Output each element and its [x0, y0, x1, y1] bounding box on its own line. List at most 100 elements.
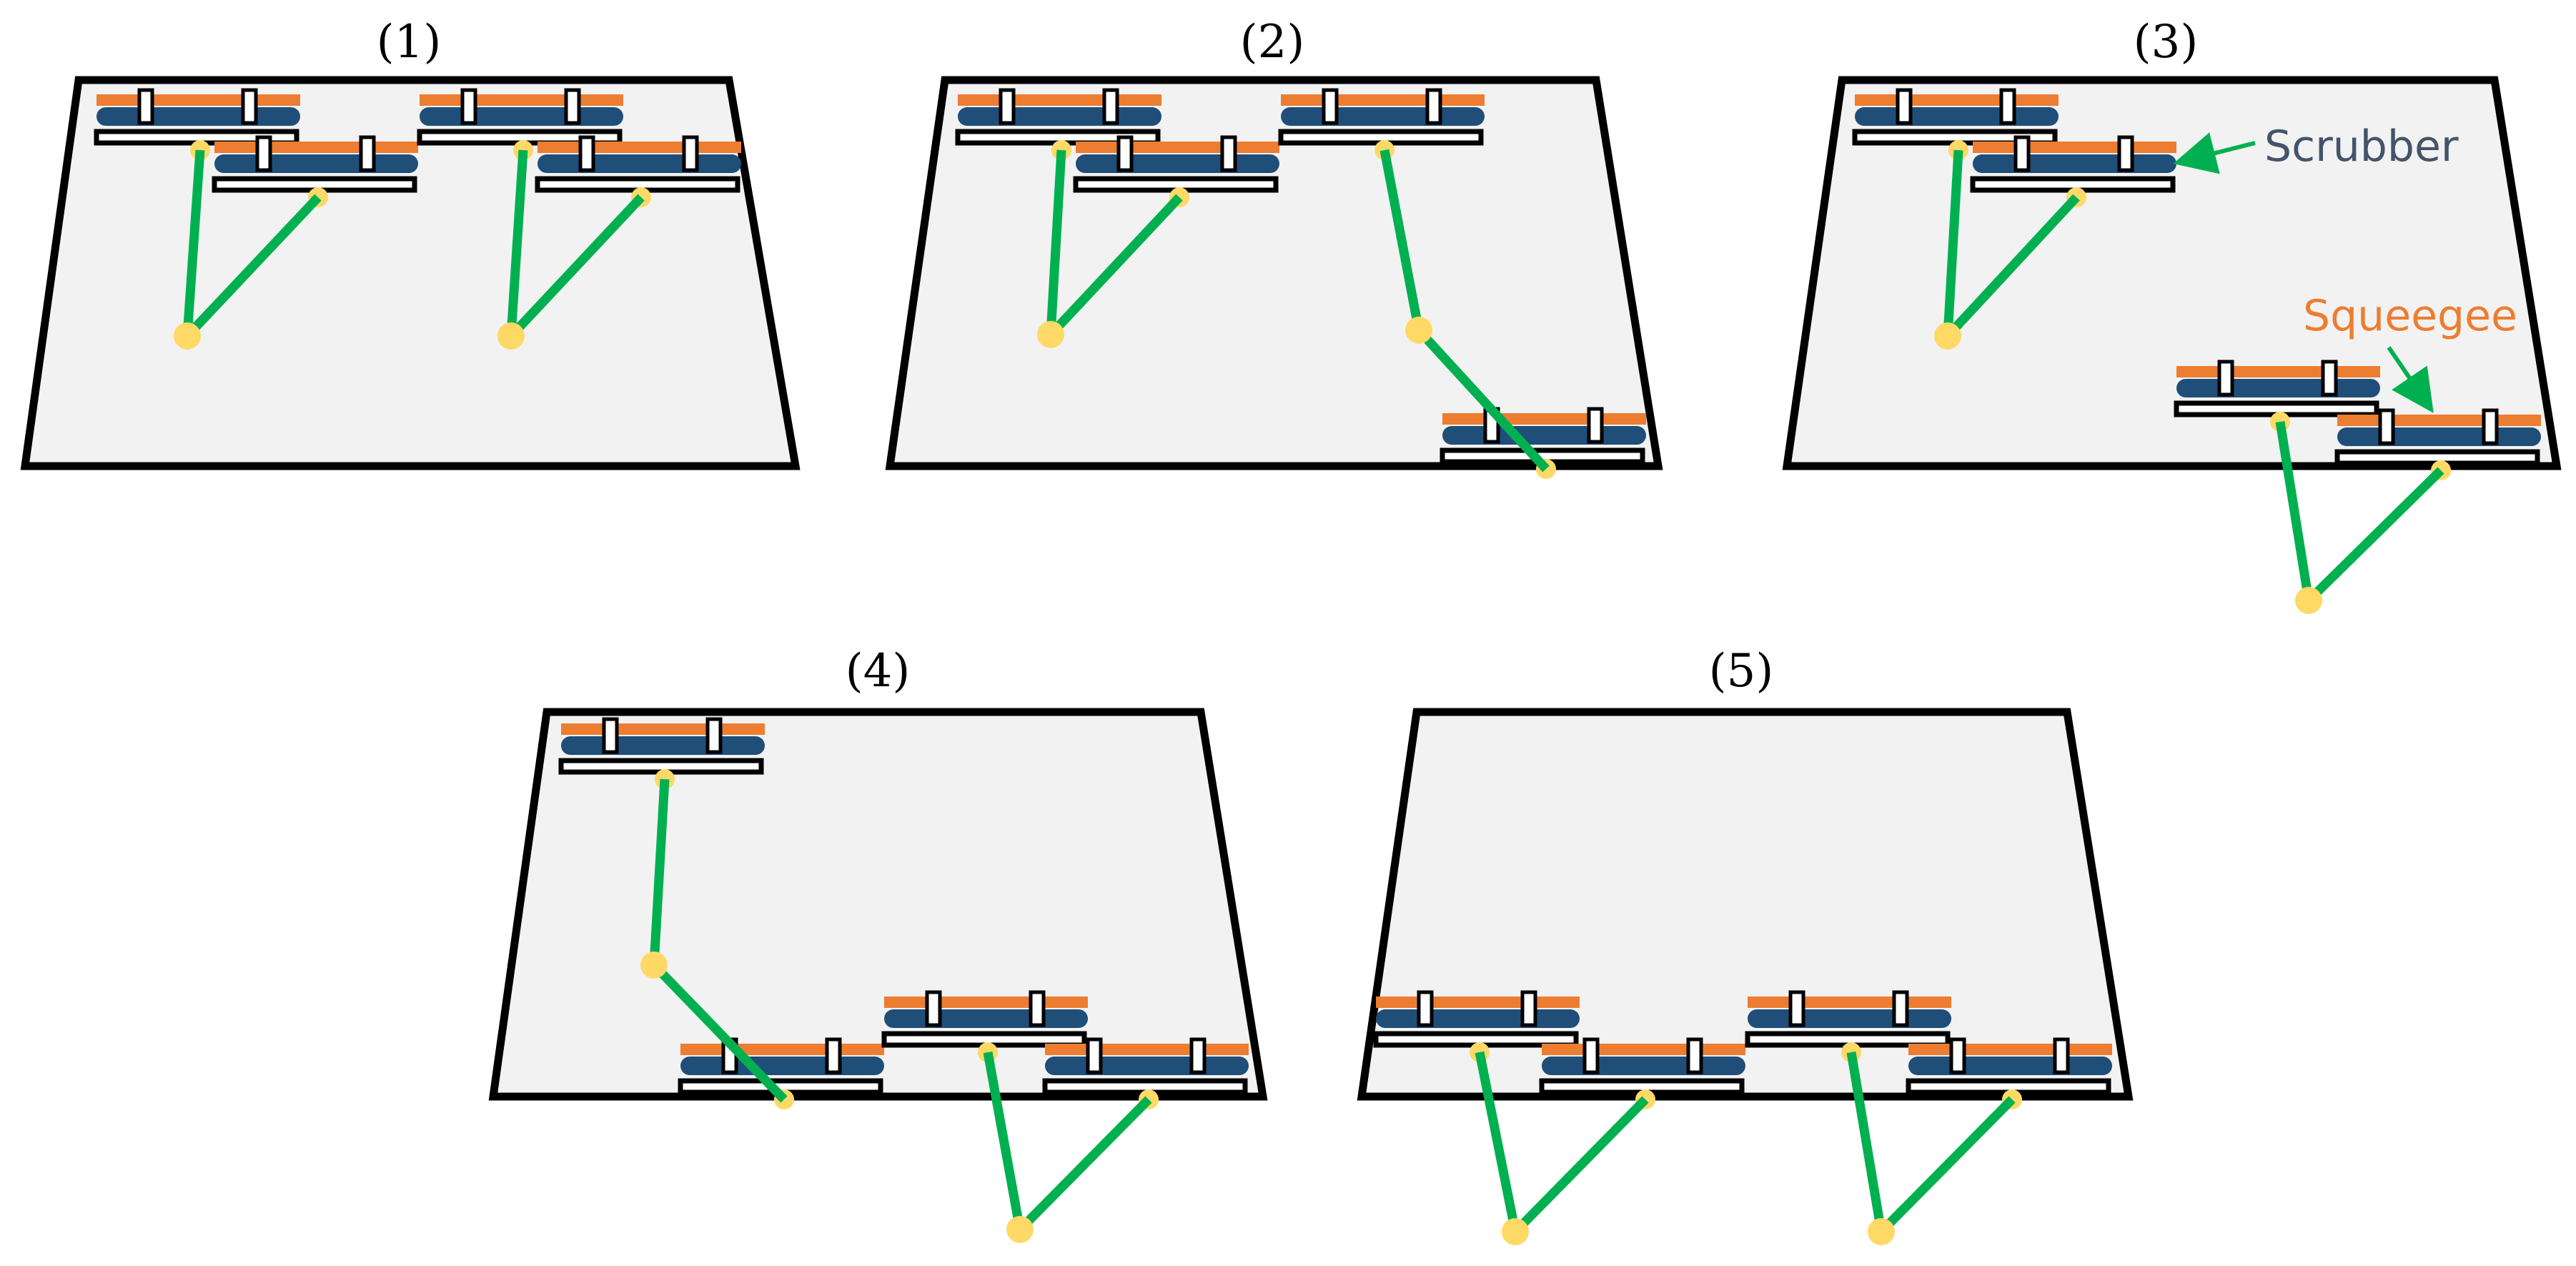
unit-bracket [564, 88, 581, 125]
cleaning-unit [1539, 1037, 1745, 1095]
unit-bracket [2321, 360, 2338, 397]
squeegee-blade [1855, 94, 2059, 106]
unit-bracket [255, 135, 272, 172]
scrubber-callout-arrow [2173, 132, 2256, 174]
scrubber-brush [884, 1009, 1088, 1028]
unit-bracket [1896, 88, 1913, 125]
pivot-joint [640, 951, 668, 979]
squeegee-blade [561, 723, 765, 735]
unit-bracket [578, 135, 595, 172]
scrubber-brush [214, 154, 418, 173]
squeegee-blade [2176, 366, 2380, 377]
scrubber-brush [2337, 427, 2541, 446]
squeegee-callout-arrow [2387, 346, 2434, 413]
unit-bracket [359, 135, 376, 172]
scrubber-brush [1748, 1009, 1951, 1028]
cleaning-unit [1906, 1037, 2112, 1095]
scrubber-brush [1908, 1057, 2112, 1075]
unit-bracket [2217, 360, 2234, 397]
cleaning-unit [1073, 135, 1279, 193]
scrubber-brush [1281, 107, 1485, 126]
unit-bracket [241, 88, 258, 125]
pivot-joint [174, 322, 201, 350]
cleaning-unit [1373, 990, 1580, 1048]
squeegee-blade [420, 94, 623, 106]
cleaning-unit [1440, 407, 1646, 465]
squeegee-blade [1281, 94, 1485, 106]
unit-bracket [137, 88, 154, 125]
cleaning-unit [558, 717, 765, 775]
unit-bracket [705, 717, 723, 754]
scrubber-brush [1542, 1057, 1745, 1075]
unit-bracket [1582, 1037, 1600, 1074]
unit-bracket [2482, 408, 2499, 445]
panel-label: (1) [377, 16, 442, 69]
scrubber-brush [958, 107, 1161, 126]
squeegee-blade [96, 94, 300, 106]
unit-bracket [1116, 135, 1134, 172]
squeegee-blade [958, 94, 1161, 106]
pivot-joint [1405, 317, 1432, 344]
unit-bracket [1999, 88, 2016, 125]
unit-bracket [2013, 135, 2031, 172]
unit-bracket [1788, 990, 1805, 1027]
panel-label: (5) [1709, 645, 1774, 698]
unit-bracket [1102, 88, 1119, 125]
squeegee-blade [680, 1044, 884, 1055]
unit-bracket [1029, 990, 1046, 1027]
squeegee-blade [1748, 997, 1951, 1008]
pivot-joint [2295, 587, 2322, 614]
unit-bracket [1892, 990, 1909, 1027]
unit-bracket [1086, 1037, 1103, 1074]
panel-label: (2) [1240, 16, 1305, 69]
pivot-joint [1037, 321, 1064, 348]
scrubber-brush [420, 107, 623, 126]
pivot-joint [497, 322, 525, 350]
cleaning-unit [1042, 1037, 1249, 1095]
unit-bracket [999, 88, 1016, 125]
panel-1: (1) [20, 16, 801, 470]
unit-bracket [682, 135, 699, 172]
cleaning-unit [1278, 88, 1485, 146]
panel-label: (4) [846, 645, 911, 698]
squeegee-blade [1376, 997, 1580, 1008]
cleaning-unit [1745, 990, 1951, 1048]
cleaning-unit [881, 990, 1088, 1048]
scrubber-callout-label: Scrubber [2264, 122, 2459, 172]
unit-bracket [1322, 88, 1339, 125]
cleaning-unit [955, 88, 1161, 146]
panel-5: (5) [1357, 645, 2134, 1245]
scrubber-brush [1442, 426, 1646, 445]
cleaning-unit [1970, 135, 2176, 193]
panel-2: (2) [885, 16, 1663, 479]
scrubber-brush [561, 736, 765, 755]
scrubber-brush [1855, 107, 2059, 126]
unit-bracket [1425, 88, 1442, 125]
unit-bracket [2378, 408, 2395, 445]
squeegee-blade [1442, 413, 1646, 425]
squeegee-callout-label: Squeegee [2303, 291, 2517, 341]
pivot-joint [1868, 1218, 1895, 1245]
cleaning-unit [535, 135, 741, 193]
panel-label: (3) [2134, 16, 2199, 69]
scrubber-brush [538, 154, 741, 173]
pivot-joint [1502, 1218, 1529, 1245]
unit-bracket [460, 88, 477, 125]
scrubber-brush [2176, 379, 2380, 397]
squeegee-blade [1908, 1044, 2112, 1055]
scrubber-brush [96, 107, 300, 126]
unit-bracket [1686, 1037, 1703, 1074]
unit-bracket [1189, 1037, 1207, 1074]
squeegee-blade [884, 997, 1088, 1008]
unit-bracket [1587, 407, 1604, 444]
scrubber-brush [1973, 154, 2176, 173]
cleaning-unit [1852, 88, 2059, 146]
scrubber-brush [1045, 1057, 1249, 1075]
squeegee-blade [214, 142, 418, 153]
scrubber-brush [1076, 154, 1279, 173]
unit-bracket [2053, 1037, 2070, 1074]
squeegee-blade [538, 142, 741, 153]
pivot-joint [1006, 1216, 1034, 1243]
